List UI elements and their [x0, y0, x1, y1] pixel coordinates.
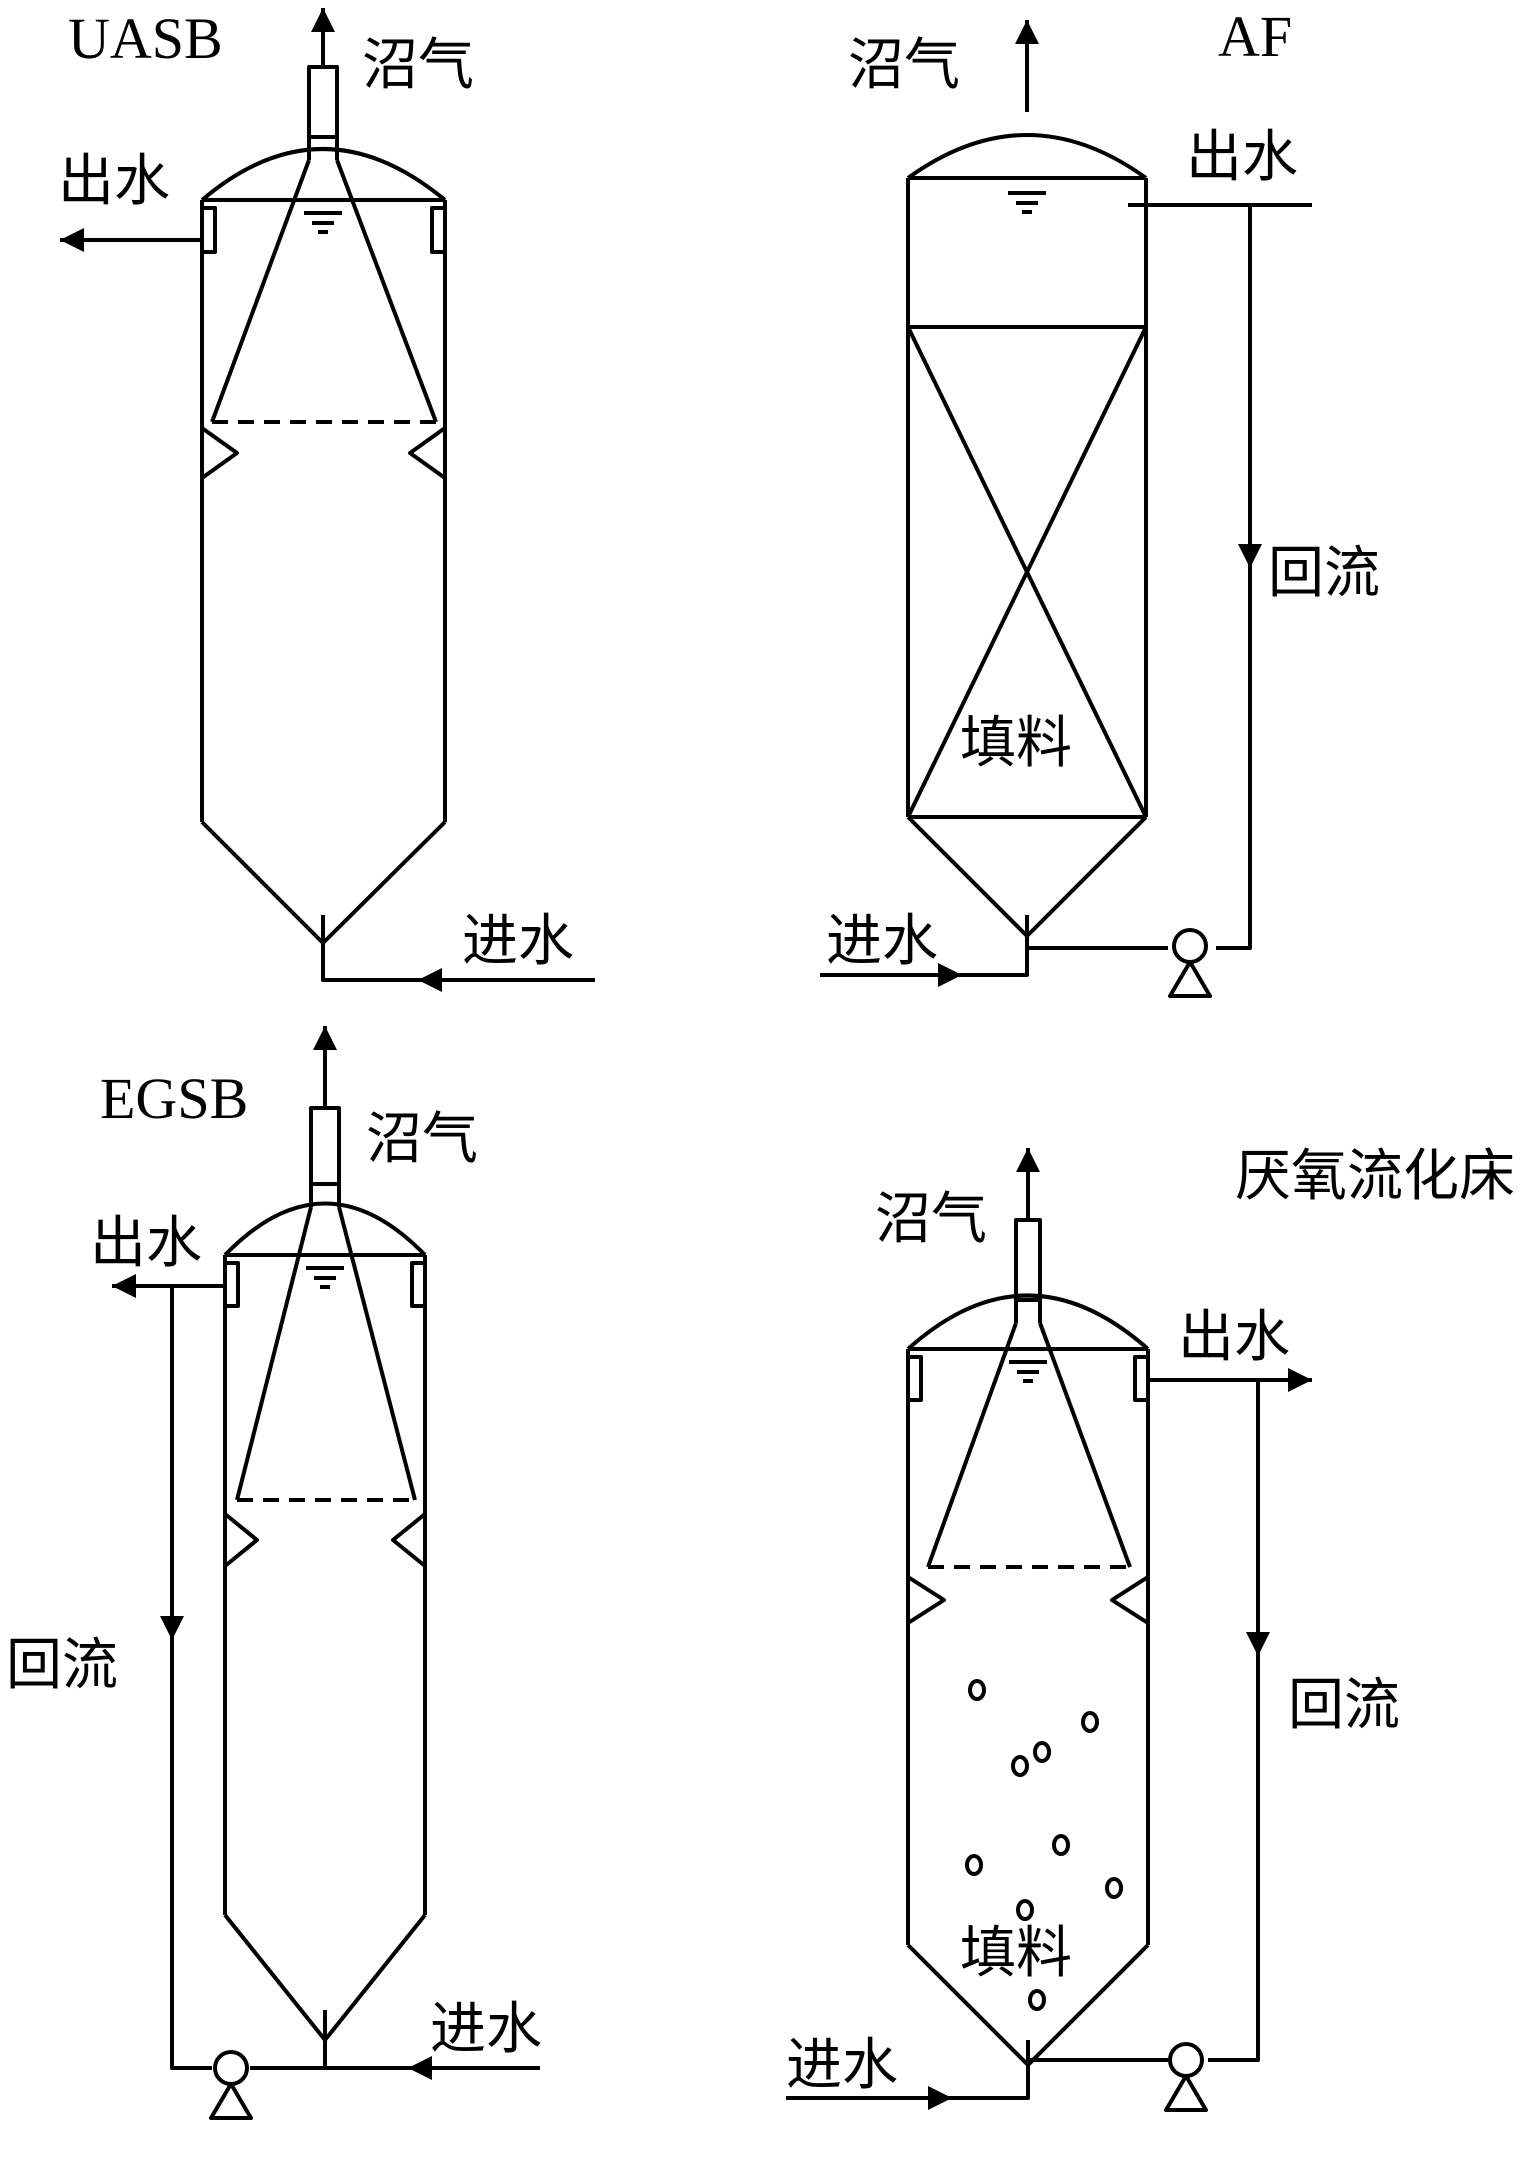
af-outlet-label: 出水 — [1186, 125, 1298, 190]
egsb-recycle-label: 回流 — [6, 1633, 118, 1698]
afb-carrier-particles — [965, 1679, 1123, 2011]
egsb-outlet-label: 出水 — [90, 1211, 202, 1276]
af-title: AF — [1218, 4, 1292, 69]
uasb-gas-collector — [200, 65, 447, 480]
af-inlet-label: 进水 — [826, 909, 938, 974]
afb-title: 厌氧流化床 — [1235, 1144, 1515, 1209]
egsb-diagram: EGSB 沼气 出水 回流 进水 — [6, 1026, 542, 2120]
egsb-pump-icon — [209, 2050, 253, 2120]
af-water-level-icon — [1008, 191, 1046, 214]
afb-inlet-pipe — [786, 2058, 1168, 2110]
af-recycle-line — [1216, 205, 1262, 950]
uasb-diagram: UASB 沼气 出水 进水 — [58, 6, 595, 992]
afb-recycle-line — [1208, 1380, 1270, 2062]
uasb-inlet-pipe — [321, 943, 595, 992]
afb-diagram: 厌氧流化床 沼气 出水 回流 填料 进水 — [786, 1144, 1515, 2112]
uasb-title: UASB — [68, 6, 223, 71]
af-pump-icon — [1168, 928, 1212, 998]
egsb-title: EGSB — [100, 1066, 248, 1131]
afb-reactor-body — [906, 1293, 1150, 2067]
afb-gas-collector — [906, 1218, 1150, 1625]
uasb-water-level-icon — [304, 211, 342, 234]
afb-outlet-label: 出水 — [1178, 1305, 1290, 1370]
afb-recycle-label: 回流 — [1288, 1673, 1400, 1738]
af-packing-label: 填料 — [960, 711, 1072, 776]
afb-packing-label: 填料 — [960, 1921, 1072, 1986]
af-diagram: AF 沼气 出水 回流 填料 进水 — [820, 4, 1380, 998]
uasb-outlet-label: 出水 — [58, 149, 170, 214]
egsb-gas-collector — [223, 1106, 427, 1568]
af-biogas-label: 沼气 — [848, 33, 960, 98]
afb-inlet-label: 进水 — [786, 2033, 898, 2098]
afb-water-level-icon — [1009, 1360, 1047, 1383]
egsb-reactor-body — [223, 1201, 427, 2042]
afb-biogas-label: 沼气 — [875, 1187, 987, 1252]
egsb-inlet-pipe — [250, 2040, 540, 2080]
uasb-reactor-body — [200, 147, 447, 945]
egsb-recycle-line — [160, 1286, 212, 2070]
uasb-inlet-label: 进水 — [462, 909, 574, 974]
uasb-biogas-label: 沼气 — [362, 33, 474, 98]
af-inlet-pipe — [820, 936, 1168, 987]
egsb-inlet-label: 进水 — [430, 1997, 542, 2062]
egsb-water-level-icon — [306, 1266, 344, 1289]
egsb-biogas-label: 沼气 — [366, 1107, 478, 1172]
afb-pump-icon — [1164, 2042, 1208, 2112]
af-packing-bed — [906, 325, 1148, 819]
af-recycle-label: 回流 — [1268, 541, 1380, 606]
